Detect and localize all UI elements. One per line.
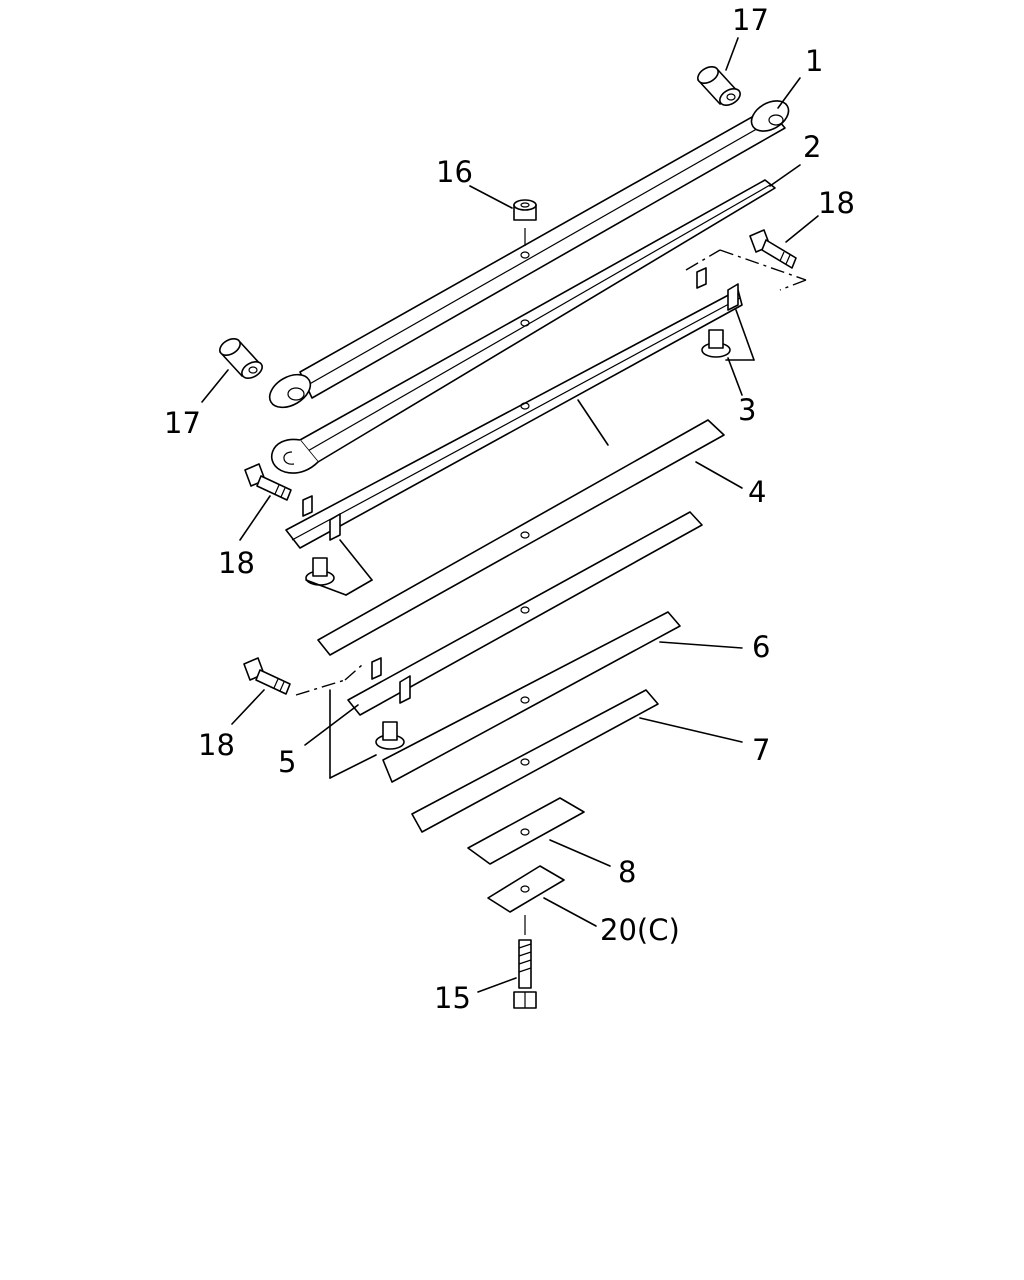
callout-6: 6 xyxy=(752,630,770,664)
callout-15: 15 xyxy=(434,981,471,1015)
callout-16: 16 xyxy=(436,155,473,189)
plate-part-20c xyxy=(487,865,565,913)
callout-18-upper-left: 18 xyxy=(218,546,255,580)
callout-20c: 20(C) xyxy=(600,913,680,947)
callout-7: 7 xyxy=(752,733,770,767)
bushing-part-17-top xyxy=(697,66,741,106)
callout-2: 2 xyxy=(803,130,821,164)
bolt-part-18-right xyxy=(749,229,797,269)
bolt-part-18-upper-left xyxy=(244,463,292,501)
callout-4: 4 xyxy=(748,475,766,509)
fourth-leaf-part-4 xyxy=(317,419,725,656)
leader-lines xyxy=(201,37,819,993)
bushing-part-17-left xyxy=(219,338,263,379)
main-leaf-part-1 xyxy=(268,100,790,409)
callout-17-top: 17 xyxy=(732,3,769,37)
callout-3: 3 xyxy=(738,393,756,427)
callout-17-left: 17 xyxy=(164,406,201,440)
callout-18-right: 18 xyxy=(818,186,855,220)
fifth-leaf-part-5 xyxy=(347,511,703,750)
nut-part-16 xyxy=(513,199,537,246)
callout-8: 8 xyxy=(618,855,636,889)
assembly-guide-lines xyxy=(295,249,807,779)
spacer-pad-part-8 xyxy=(467,797,585,865)
seventh-leaf-part-7 xyxy=(411,689,659,833)
callout-18-lower-left: 18 xyxy=(198,728,235,762)
sixth-leaf-part-6 xyxy=(382,611,681,783)
third-leaf-part-3 xyxy=(285,267,743,586)
second-leaf-part-2 xyxy=(270,179,776,474)
callout-1: 1 xyxy=(805,44,823,78)
callout-labels: 17 1 2 16 18 17 3 4 18 6 18 5 7 8 20(C) … xyxy=(164,3,855,1015)
bolt-part-18-lower-left xyxy=(243,657,291,695)
callout-5: 5 xyxy=(278,745,296,779)
center-bolt-part-15 xyxy=(513,915,537,1009)
